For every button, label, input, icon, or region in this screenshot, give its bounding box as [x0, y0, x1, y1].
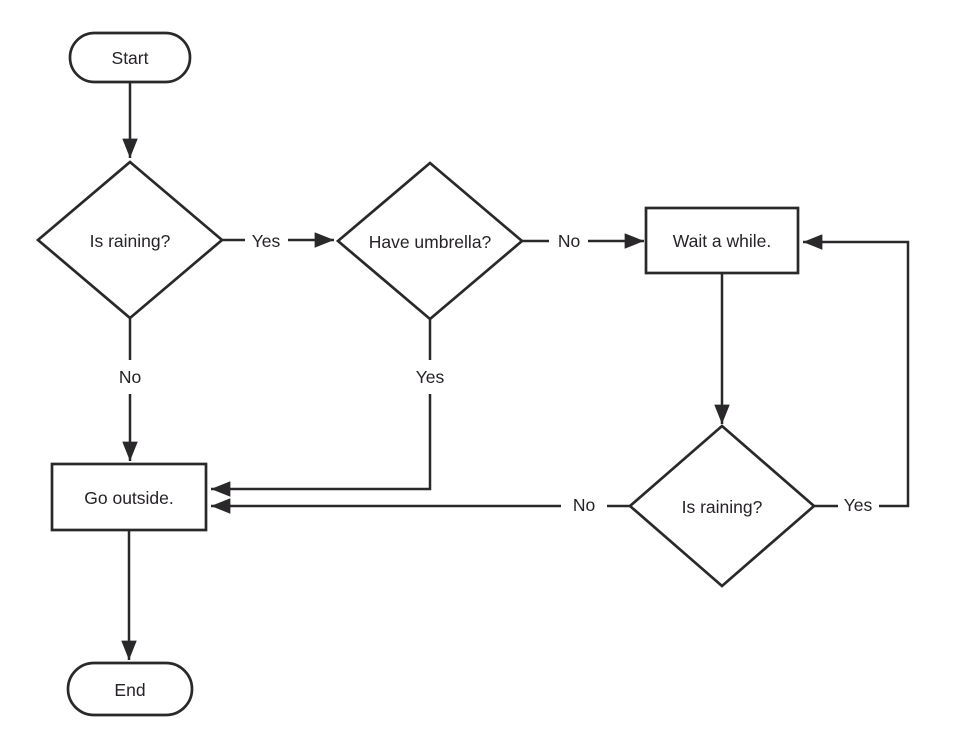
edge-label-no: No: [573, 495, 595, 515]
edge-is-raining-1-no: No: [119, 318, 141, 461]
node-have-umbrella-label: Have umbrella?: [369, 232, 492, 252]
node-wait-a-while-label: Wait a while.: [673, 231, 772, 251]
edge-label-no: No: [558, 231, 580, 251]
node-is-raining-2-label: Is raining?: [682, 497, 763, 517]
edge-label-no: No: [119, 367, 141, 387]
edge-have-umbrella-no: No: [522, 231, 644, 251]
edge-label-yes: Yes: [844, 495, 873, 515]
node-start: Start: [68, 31, 192, 84]
node-end: End: [66, 661, 194, 717]
node-decision-have-umbrella: Have umbrella?: [335, 161, 525, 321]
node-process-go-outside: Go outside.: [50, 462, 208, 532]
node-decision-is-raining-2: Is raining?: [627, 424, 817, 588]
edge-label-yes: Yes: [416, 367, 445, 387]
node-go-outside-label: Go outside.: [84, 488, 174, 508]
edge-is-raining-2-yes: Yes: [803, 234, 910, 515]
edge-have-umbrella-yes: Yes: [211, 319, 445, 497]
node-end-label: End: [114, 680, 145, 700]
node-decision-is-raining-1: Is raining?: [35, 160, 225, 320]
node-is-raining-1-label: Is raining?: [90, 231, 171, 251]
edge-is-raining-2-no: No: [211, 495, 630, 515]
node-process-wait-a-while: Wait a while.: [644, 206, 800, 275]
node-start-label: Start: [112, 48, 149, 68]
edge-is-raining-1-yes: Yes: [222, 231, 334, 251]
edge-label-yes: Yes: [252, 231, 281, 251]
